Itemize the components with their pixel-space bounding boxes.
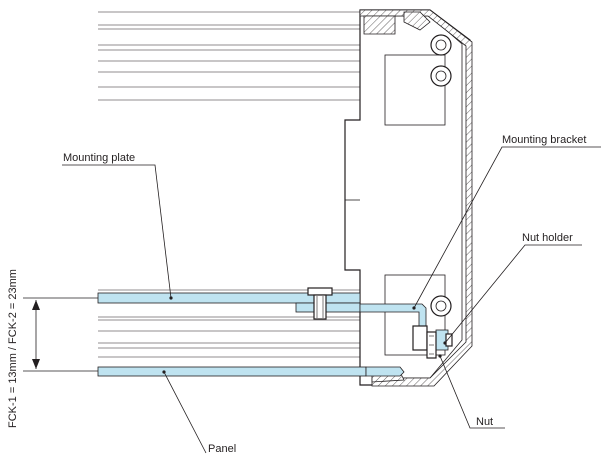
upper-fin-lines: [98, 11, 360, 101]
leader-lines: [62, 146, 601, 454]
housing-body: [344, 9, 471, 386]
dimension-marker: [23, 297, 98, 372]
label-mounting-plate: Mounting plate: [63, 152, 135, 164]
label-panel: Panel: [208, 443, 236, 455]
label-dimension: FCK-1 = 13mm / FCK-2 = 23mm: [7, 269, 19, 428]
leader-dots: [162, 296, 447, 374]
snap-clips: [430, 34, 452, 317]
panel: [97, 366, 405, 377]
nut: [426, 331, 437, 359]
label-mounting-bracket: Mounting bracket: [502, 134, 586, 146]
label-nut: Nut: [476, 416, 493, 428]
screw: [307, 287, 333, 320]
label-nut-holder: Nut holder: [522, 232, 573, 244]
